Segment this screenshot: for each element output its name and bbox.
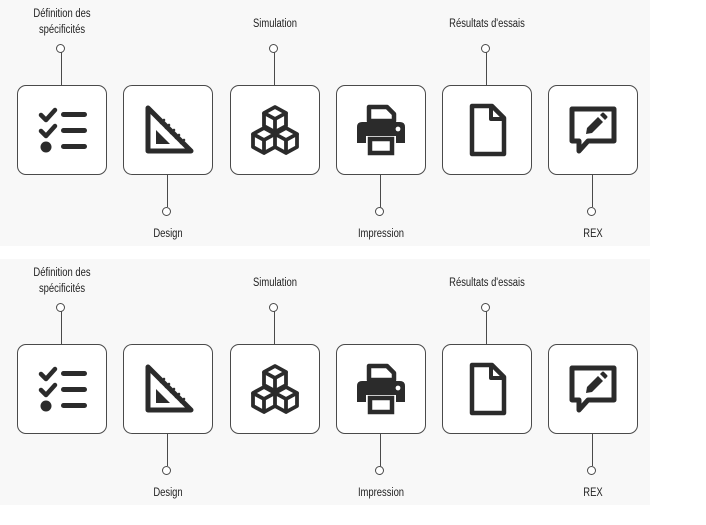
- step-specifications: Définition des spécificités: [17, 0, 107, 246]
- step-test-results: Résultats d'essais: [442, 0, 532, 246]
- step-label: Définition des spécificités: [33, 267, 91, 295]
- connector-dot: [587, 466, 596, 475]
- step-rex: REX: [548, 259, 638, 505]
- step-label: Impression: [357, 487, 405, 499]
- process-diagram-2: Définition des spécificités Design Simul…: [0, 259, 650, 505]
- connector-dot: [481, 303, 490, 312]
- connector-dot: [56, 303, 65, 312]
- printer-icon: [352, 101, 410, 159]
- icon-box: [230, 85, 320, 175]
- connector-dot: [375, 207, 384, 216]
- icon-box: [336, 344, 426, 434]
- connector-line: [167, 174, 168, 207]
- connector-dot: [269, 303, 278, 312]
- icon-box: [548, 344, 638, 434]
- icon-box: [123, 85, 213, 175]
- step-label: Design: [153, 487, 183, 499]
- process-diagram-1: Définition des spécificités Design Simul…: [0, 0, 650, 246]
- connector-line: [380, 433, 381, 466]
- step-impression: Impression: [336, 0, 426, 246]
- connector-line: [486, 52, 487, 85]
- connector-dot: [162, 466, 171, 475]
- checklist-icon: [33, 360, 91, 418]
- connector-dot: [162, 207, 171, 216]
- cubes-icon: [246, 360, 304, 418]
- checklist-icon: [33, 101, 91, 159]
- connector-dot: [375, 466, 384, 475]
- comment-edit-icon: [564, 360, 622, 418]
- step-label: Design: [153, 228, 183, 240]
- connector-dot: [269, 44, 278, 53]
- connector-line: [61, 311, 62, 344]
- icon-box: [336, 85, 426, 175]
- connector-line: [61, 52, 62, 85]
- step-label: Impression: [357, 228, 405, 240]
- step-label: Simulation: [252, 18, 298, 30]
- set-square-icon: [139, 360, 197, 418]
- connector-line: [380, 174, 381, 207]
- step-label: Résultats d'essais: [449, 277, 525, 289]
- comment-edit-icon: [564, 101, 622, 159]
- step-test-results: Résultats d'essais: [442, 259, 532, 505]
- connector-dot: [56, 44, 65, 53]
- icon-box: [442, 344, 532, 434]
- step-label: REX: [583, 487, 603, 499]
- step-label: Résultats d'essais: [449, 18, 525, 30]
- step-design: Design: [123, 0, 213, 246]
- connector-dot: [587, 207, 596, 216]
- step-label: REX: [583, 228, 603, 240]
- step-label: Définition des spécificités: [33, 8, 91, 36]
- step-simulation: Simulation: [230, 0, 320, 246]
- connector-line: [274, 311, 275, 344]
- step-specifications: Définition des spécificités: [17, 259, 107, 505]
- set-square-icon: [139, 101, 197, 159]
- step-simulation: Simulation: [230, 259, 320, 505]
- icon-box: [123, 344, 213, 434]
- icon-box: [442, 85, 532, 175]
- document-icon: [458, 101, 516, 159]
- step-impression: Impression: [336, 259, 426, 505]
- connector-line: [592, 174, 593, 207]
- icon-box: [230, 344, 320, 434]
- step-label: Simulation: [252, 277, 298, 289]
- connector-line: [274, 52, 275, 85]
- icon-box: [17, 85, 107, 175]
- document-icon: [458, 360, 516, 418]
- icon-box: [17, 344, 107, 434]
- step-rex: REX: [548, 0, 638, 246]
- printer-icon: [352, 360, 410, 418]
- step-design: Design: [123, 259, 213, 505]
- connector-line: [486, 311, 487, 344]
- connector-line: [592, 433, 593, 466]
- cubes-icon: [246, 101, 304, 159]
- connector-dot: [481, 44, 490, 53]
- icon-box: [548, 85, 638, 175]
- connector-line: [167, 433, 168, 466]
